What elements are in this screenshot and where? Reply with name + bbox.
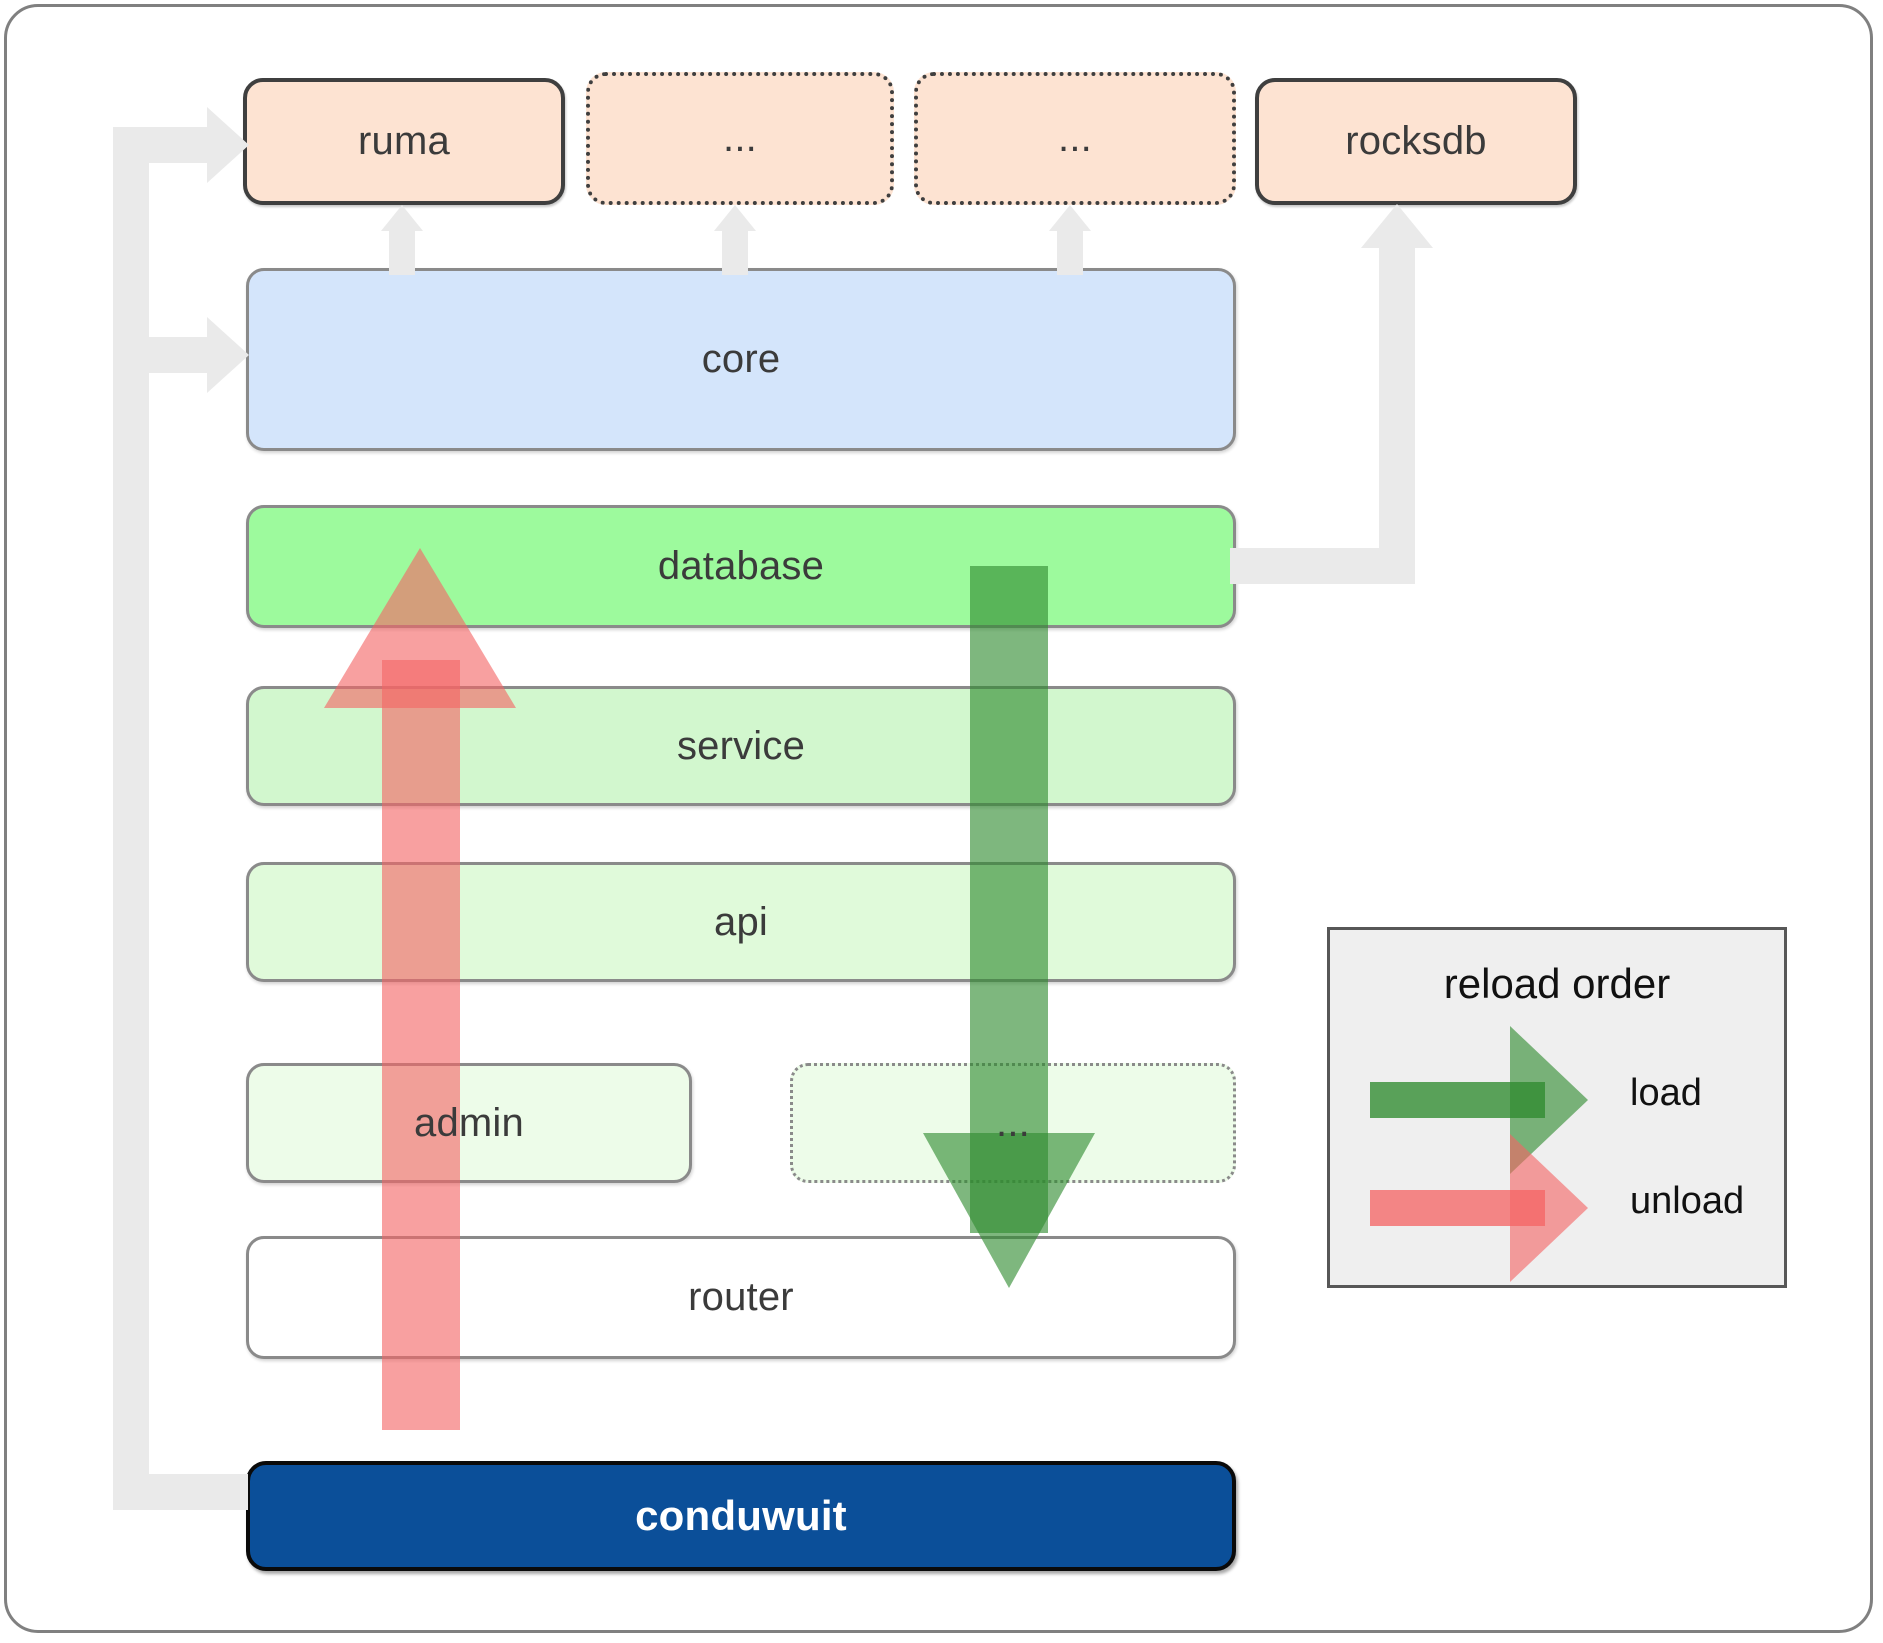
layer-label-api: api [714, 899, 768, 944]
connector-arrowhead-to-ruma [207, 107, 249, 183]
layer-box-core[interactable]: core [246, 268, 1236, 451]
layer-box-api[interactable]: api [246, 862, 1236, 982]
dependency-box-rocksdb[interactable]: rocksdb [1255, 78, 1577, 205]
connector-left-bottom-horizontal [113, 1474, 248, 1510]
tick-arrowhead-ruma [381, 205, 423, 231]
diagram-frame [4, 4, 1873, 1633]
connector-left-vertical [113, 127, 149, 1510]
connector-arrowhead-to-core [207, 317, 249, 393]
legend-unload-arrow-head [1510, 1134, 1588, 1282]
tick-shaft-ruma [389, 230, 415, 275]
layer-label-database: database [657, 544, 825, 588]
tick-shaft-dots-1 [722, 230, 748, 275]
connector-right-vertical [1379, 248, 1415, 584]
layer-label-core: core [701, 337, 781, 381]
tick-arrowhead-dots-1 [714, 205, 756, 231]
dependency-box-ruma[interactable]: ruma [243, 78, 565, 205]
dependency-label-ruma: ruma [358, 119, 450, 163]
root-box-conduwuit[interactable]: conduwuit [246, 1461, 1236, 1571]
root-label-conduwuit: conduwuit [635, 1492, 847, 1539]
tick-arrowhead-dots-2 [1049, 205, 1091, 231]
layer-label-admin: admin [414, 1100, 524, 1145]
tick-shaft-dots-2 [1057, 230, 1083, 275]
layer-box-service[interactable]: service [246, 686, 1236, 806]
layer-box-router[interactable]: router [246, 1236, 1236, 1359]
layer-label-router: router [688, 1275, 794, 1319]
layer-label-placeholder: ... [996, 1100, 1030, 1145]
layer-box-database[interactable]: database [246, 505, 1236, 628]
connector-left-mid-horizontal [113, 337, 223, 373]
legend-label-load: load [1630, 1072, 1702, 1114]
layer-label-service: service [676, 723, 806, 768]
dependency-box-placeholder-1[interactable]: ... [586, 72, 894, 205]
dependency-box-placeholder-2[interactable]: ... [914, 72, 1236, 205]
connector-arrowhead-to-rocksdb [1361, 204, 1433, 248]
layer-box-placeholder[interactable]: ... [790, 1063, 1236, 1183]
dependency-label-placeholder-2: ... [1058, 116, 1092, 160]
legend-panel: reload order load unload [1327, 927, 1787, 1288]
legend-title: reload order [1443, 960, 1671, 1007]
connector-left-top-horizontal [113, 127, 223, 163]
legend-label-unload: unload [1630, 1180, 1745, 1222]
legend-unload-arrow-icon [1370, 1134, 1595, 1282]
layer-box-admin[interactable]: admin [246, 1063, 692, 1183]
dependency-label-placeholder-1: ... [723, 116, 757, 160]
dependency-label-rocksdb: rocksdb [1345, 119, 1487, 163]
legend-row-unload: unload [1330, 1134, 1784, 1282]
